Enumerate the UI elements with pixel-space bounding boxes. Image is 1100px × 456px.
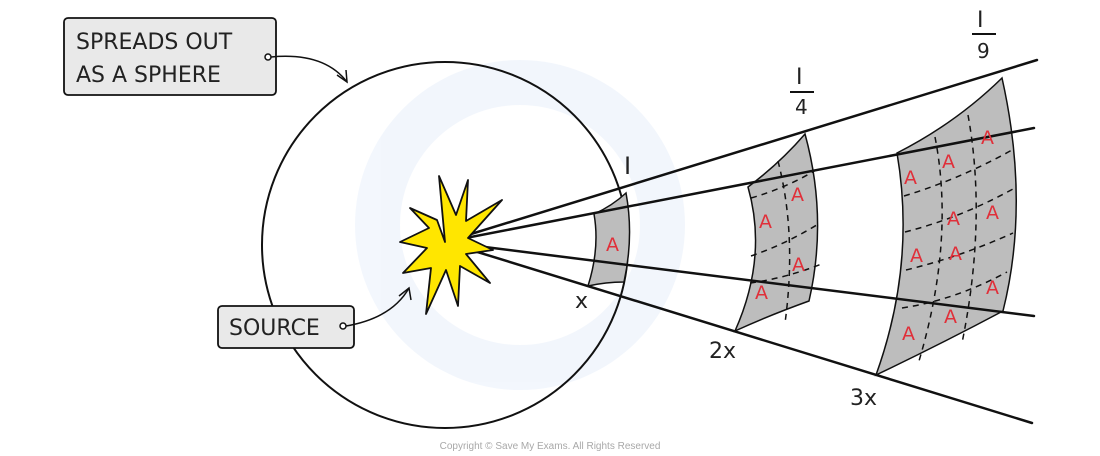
area-label: A <box>942 151 955 173</box>
copyright-text: Copyright © Save My Exams. All Rights Re… <box>440 441 661 452</box>
distance-label-2x: 2x <box>709 339 736 364</box>
distance-label-3x: 3x <box>850 386 877 411</box>
intensity-2-denominator: 4 <box>795 95 808 119</box>
intensity-label-3: I 9 <box>972 8 996 63</box>
callout-source-label: SOURCE <box>229 316 320 341</box>
callout-spreads-out: SPREADS OUT AS A SPHERE <box>63 17 348 96</box>
area-label: A <box>949 243 962 265</box>
intensity-label-2: I 4 <box>790 65 814 119</box>
area-label: A <box>947 208 960 230</box>
area-label: A <box>904 167 917 189</box>
watermark-logo <box>355 60 685 390</box>
patch-3-grid <box>901 114 1014 362</box>
patch-2-grid <box>749 160 825 324</box>
intensity-3-denominator: 9 <box>977 39 990 63</box>
callout-spreads-line1: SPREADS OUT <box>76 30 233 55</box>
area-label: A <box>981 127 994 149</box>
area-label: A <box>755 282 768 304</box>
rays <box>443 58 1039 425</box>
intensity-2-numerator: I <box>796 65 803 90</box>
area-label: A <box>986 202 999 224</box>
area-label: A <box>986 277 999 299</box>
source-star-icon <box>399 175 503 315</box>
distance-label-x: x <box>575 289 588 314</box>
callout-spreads-line2: AS A SPHERE <box>76 63 221 88</box>
callout-source: SOURCE <box>217 286 412 349</box>
ray-upper <box>443 58 1039 244</box>
ray-mid-upper <box>443 126 1036 244</box>
area-label: A <box>910 245 923 267</box>
area-labels: A A A A A A A A A A A A A A A <box>606 127 999 345</box>
area-label: A <box>759 211 772 233</box>
area-label: A <box>606 234 619 256</box>
ray-lower <box>443 240 1034 425</box>
intensity-label-1: I <box>624 152 631 180</box>
intensity-3-numerator: I <box>977 8 984 33</box>
area-label: A <box>944 306 957 328</box>
area-label: A <box>792 254 805 276</box>
area-label: A <box>791 184 804 206</box>
ray-mid-lower <box>443 240 1036 318</box>
area-label: A <box>902 323 915 345</box>
